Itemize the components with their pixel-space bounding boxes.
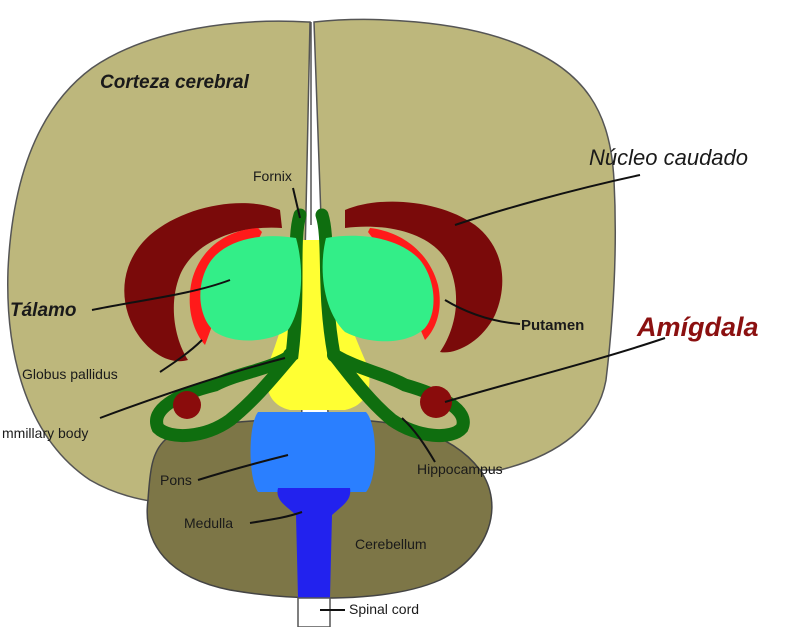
label-nucleo: Núcleo caudado: [589, 145, 748, 170]
label-cerebellum: Cerebellum: [355, 536, 427, 552]
spinal-cord: [298, 598, 330, 627]
amygdala-left: [173, 391, 201, 419]
label-spinal: Spinal cord: [349, 601, 419, 617]
label-putamen: Putamen: [521, 317, 584, 334]
pons: [251, 412, 376, 492]
label-medulla: Medulla: [184, 515, 233, 531]
label-talamo: Tálamo: [10, 300, 77, 321]
label-amigdala: Amígdala: [636, 312, 759, 342]
mammillary-body-right: [327, 348, 341, 362]
mammillary-body-left: [283, 348, 297, 362]
label-fornix: Fornix: [253, 168, 292, 184]
label-globus: Globus pallidus: [22, 366, 118, 382]
label-hippocampus: Hippocampus: [417, 461, 503, 477]
label-mammillary: mmillary body: [2, 425, 88, 441]
label-corteza: Corteza cerebral: [100, 72, 250, 93]
label-pons: Pons: [160, 472, 192, 488]
